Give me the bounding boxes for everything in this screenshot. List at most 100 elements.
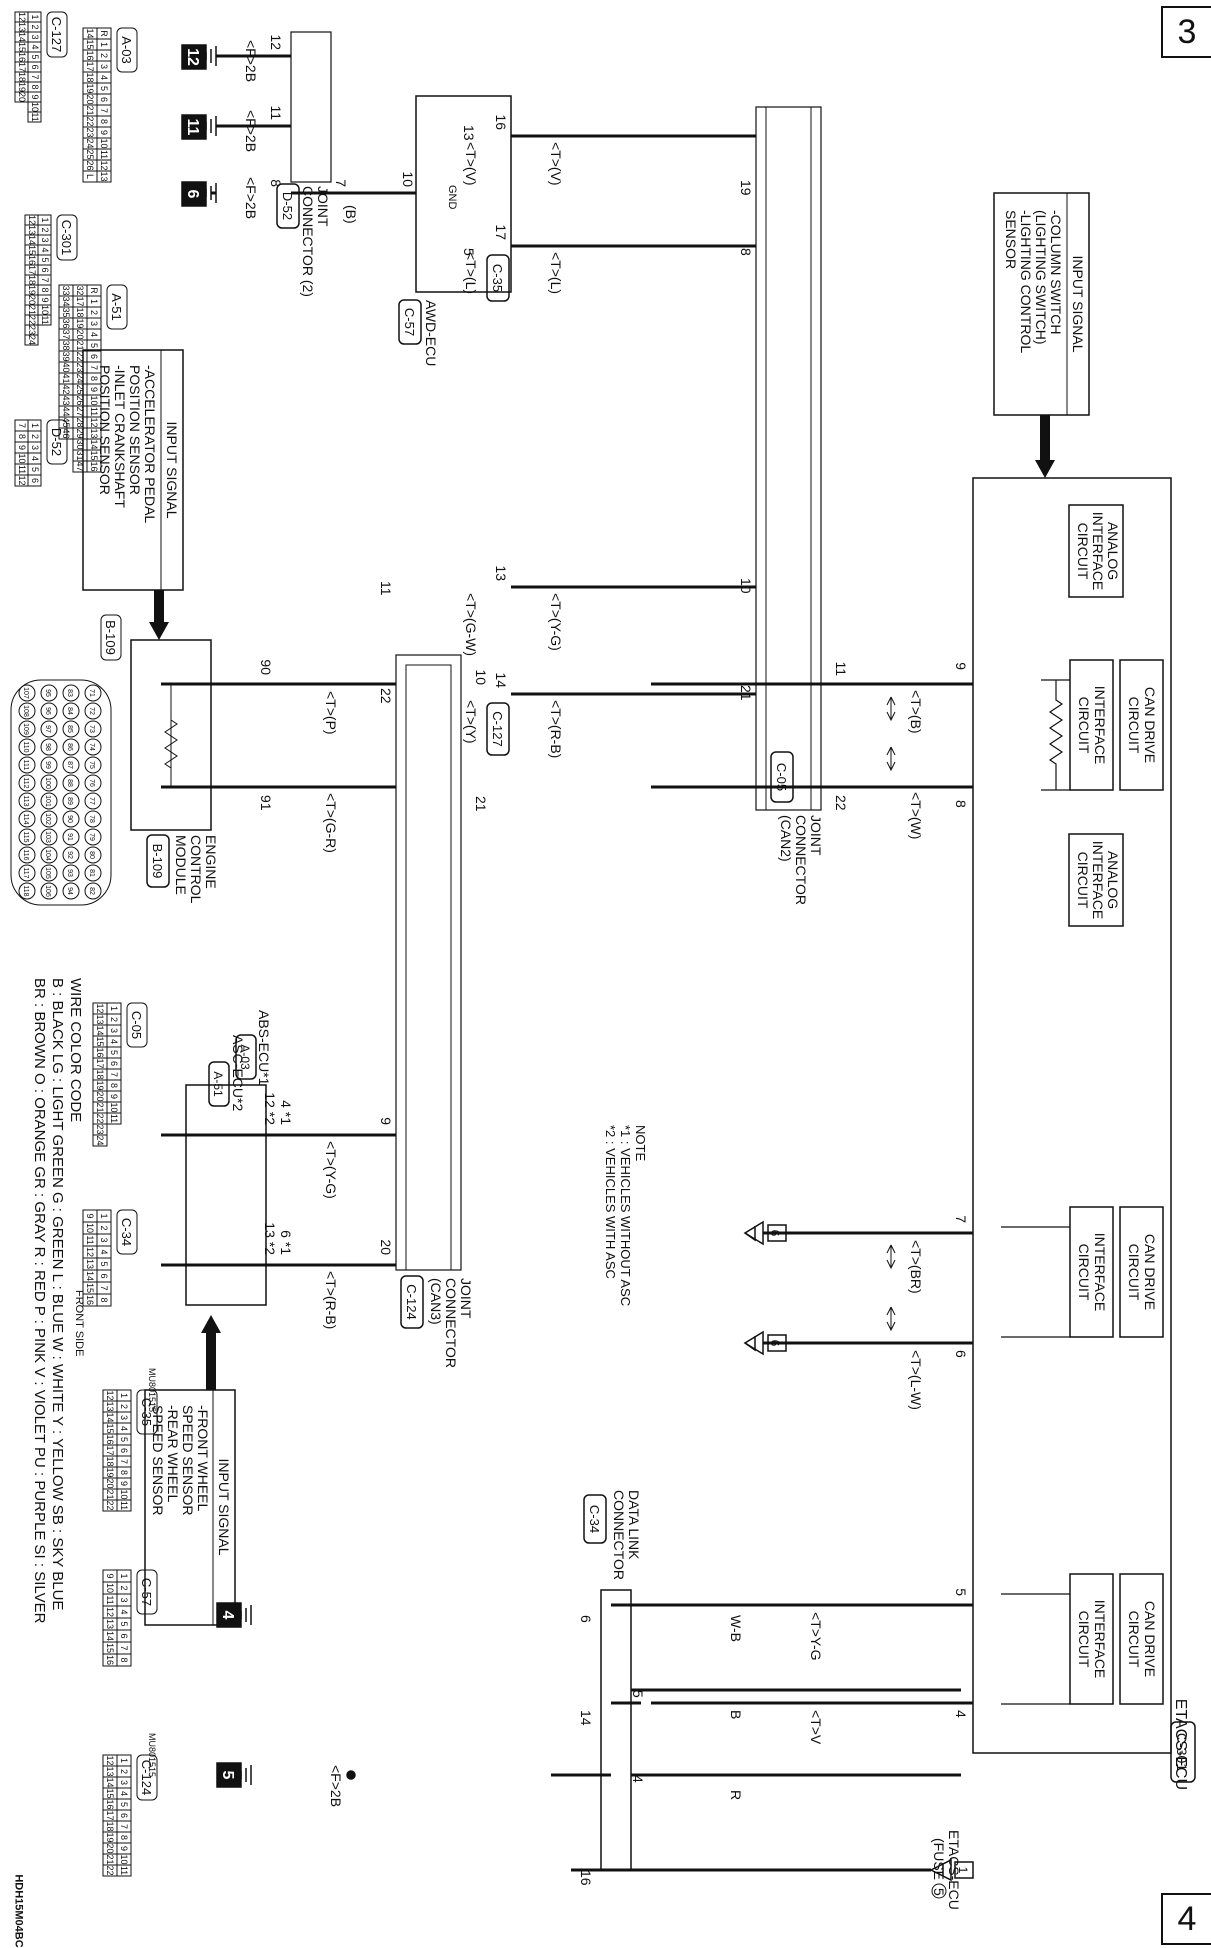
- pin-c127-4: 4: [30, 44, 40, 49]
- b109-pin-107: 107: [22, 687, 29, 699]
- pin-c35-10: 10: [119, 1489, 129, 1499]
- b109-pin-circle-74: [84, 738, 102, 756]
- b109-pin-circle-77: [84, 792, 102, 810]
- pin-c124-8: 8: [119, 1835, 129, 1840]
- pin-c301-12: 12: [27, 215, 37, 225]
- conn-a51-name-tag: [106, 284, 128, 330]
- pin-d52-10: 10: [17, 453, 27, 463]
- b109-pin-circle-76: [84, 774, 102, 792]
- pin-c124-14: 14: [105, 1777, 115, 1787]
- pin-c05-16: 16: [95, 1047, 105, 1057]
- pin-a03-17: 17: [85, 61, 95, 71]
- pin-a03-21: 21: [85, 105, 95, 115]
- pin-a51-16: 16: [89, 461, 99, 471]
- joint-connector-can2: JOINT CONNECTOR (CAN2) C-05: [755, 106, 824, 905]
- pin-c301-10: 10: [40, 305, 50, 315]
- pin-c57-3: 3: [119, 1597, 129, 1602]
- pin-j3-22: 22: [378, 688, 394, 704]
- input-signal-2-line-1: -ACCELERATOR PEDAL: [142, 365, 158, 523]
- pin-c05-21: 21: [95, 1102, 105, 1112]
- pin-a03-R: R: [99, 30, 109, 37]
- b109-pin-117: 117: [22, 867, 29, 878]
- b109-pin-88: 88: [66, 779, 73, 787]
- pin-c127-6: 6: [30, 64, 40, 69]
- input-signal-box-1: INPUT SIGNAL -COLUMN SWITCH (LIGHTING SW…: [993, 192, 1090, 478]
- pin-c301-13: 13: [27, 225, 37, 235]
- pin-c124-3: 3: [119, 1780, 129, 1785]
- pin-c34-14: 14: [85, 1271, 95, 1281]
- pin-c57-7: 7: [119, 1645, 129, 1650]
- pin-c57-6: 6: [119, 1633, 129, 1638]
- pin-j3-9: 9: [378, 1117, 394, 1125]
- can-drive-3b: CIRCUIT: [1126, 1611, 1142, 1668]
- pin-a03-13: 13: [99, 171, 109, 181]
- b109-pin-circle-93: [62, 864, 80, 882]
- pin-a51-3: 3: [89, 321, 99, 326]
- wire-p: <T>(P): [323, 691, 339, 735]
- awd-ecu: 13 5 AWD-ECU GND C-57: [398, 95, 512, 366]
- input-signal-2-line-3: -INLET CRANKSHAFT: [112, 365, 128, 508]
- pin-c127-10: 10: [30, 102, 40, 112]
- pin-c35-14: 14: [105, 1412, 115, 1422]
- b109-pin-95: 95: [44, 689, 51, 697]
- joint-can3-1: JOINT: [458, 1278, 474, 1319]
- dlc-2: CONNECTOR: [611, 1490, 627, 1580]
- analog-label-1: ANALOG: [1105, 522, 1121, 580]
- pin-c127-14: 14: [493, 672, 509, 688]
- conn-c34-name-tag: [116, 1209, 138, 1255]
- pin-c34-9: 9: [85, 1213, 95, 1218]
- wire-yg-3: <T>(Y-G): [323, 1141, 339, 1199]
- pin-j3-20: 20: [378, 1239, 394, 1255]
- b109-pin-circle-116: [18, 846, 36, 864]
- pin-c124-20: 20: [105, 1843, 115, 1853]
- analog-label-5: INTERFACE: [1090, 841, 1106, 920]
- pin-c35-11: 11: [119, 1501, 129, 1510]
- pin-c301-7: 7: [40, 277, 50, 282]
- wire-wb: W-B: [728, 1615, 744, 1642]
- can-drive-1a: CAN DRIVE: [1142, 687, 1158, 763]
- b109-pin-circle-79: [84, 828, 102, 846]
- joint-can2-2: CONNECTOR: [793, 815, 809, 905]
- pin-c301-2: 2: [40, 227, 50, 232]
- pin-c05-14: 14: [95, 1025, 105, 1035]
- pin-c34-4: 4: [99, 1249, 109, 1254]
- b109-pin-circle-90: [62, 810, 80, 828]
- pin-d52-7: 7: [17, 423, 27, 428]
- pin-j3-11: 11: [378, 581, 394, 596]
- conn-c127-name-tag: [46, 11, 68, 58]
- b109-pin-circle-91: [62, 828, 80, 846]
- conn-c35-name: C-35: [139, 1398, 154, 1426]
- wire-w: <T>(W): [908, 792, 924, 839]
- connector-pinmaps: A-03R12345678910111213141516171819202122…: [10, 11, 158, 1877]
- pin-c127-7: 7: [30, 74, 40, 79]
- pin-c124-13: 13: [105, 1766, 115, 1776]
- gnd-label: GND: [446, 185, 458, 210]
- interface-1a: INTERFACE: [1092, 686, 1108, 765]
- b109-pin-74: 74: [88, 743, 95, 751]
- b109-pin-85: 85: [66, 725, 73, 733]
- abs-label: ABS-ECU*1: [256, 1010, 272, 1086]
- ground-6-terminals: 6 6: [743, 1220, 787, 1356]
- b109-pin-71: 71: [88, 689, 95, 697]
- b109-pin-circle-103: [40, 828, 58, 846]
- pin-a03-2: 2: [99, 53, 109, 58]
- conn-a51-name: A-51: [109, 293, 124, 320]
- pin-d52-5: 5: [30, 467, 40, 472]
- b109-pin-circle-111: [18, 756, 36, 774]
- pin-c57-4: 4: [119, 1609, 129, 1614]
- b109-pin-91: 91: [66, 833, 73, 841]
- pin-c05-18: 18: [95, 1069, 105, 1079]
- pin-c301-4: 4: [40, 247, 50, 252]
- pin-c35-4: 4: [119, 1426, 129, 1431]
- pin-a51-15: 15: [89, 450, 99, 460]
- pin-d52-3: 3: [30, 445, 40, 450]
- pin-a51-6: 6: [89, 354, 99, 359]
- pin-a03-26: 26: [85, 160, 95, 170]
- b109-pin-circle-109: [18, 720, 36, 738]
- pin-a51-23: 23: [75, 362, 85, 372]
- joint2-conn: D-52: [280, 192, 295, 220]
- asc-conn: A-51: [211, 1071, 225, 1097]
- pin-etacs-9: 9: [953, 662, 969, 670]
- b109-pin-circle-106: [40, 882, 58, 900]
- interface-3b: CIRCUIT: [1076, 1611, 1092, 1668]
